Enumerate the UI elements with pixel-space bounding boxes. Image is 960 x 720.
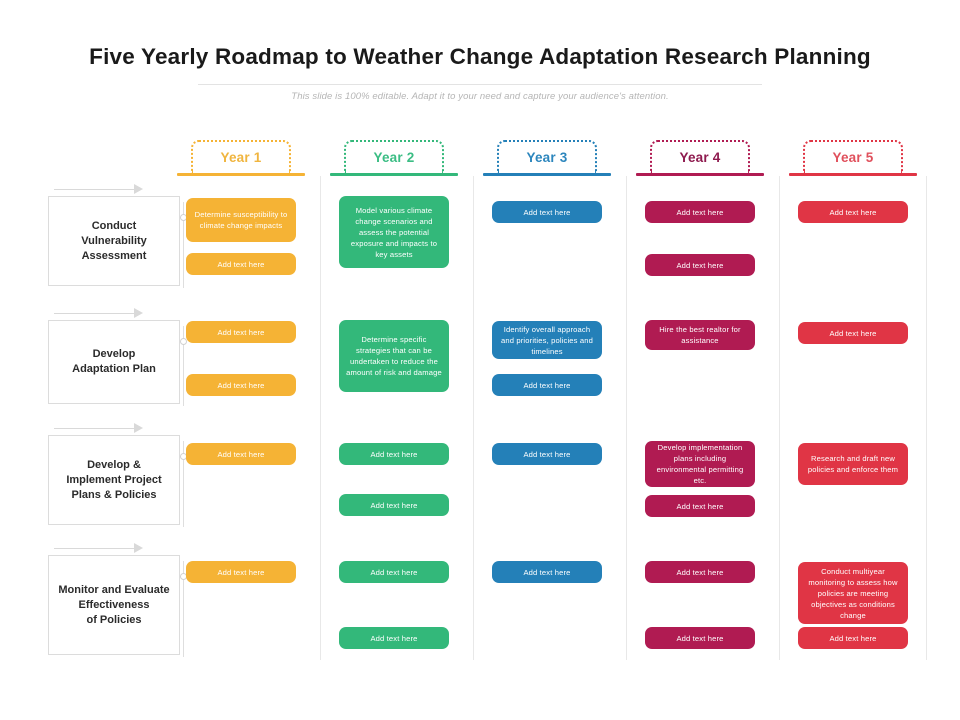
year-header-4[interactable]: Year 4 xyxy=(636,140,764,190)
year-chip-5: Year 5 xyxy=(803,140,903,173)
year-underline-5 xyxy=(789,173,917,176)
column-separator-2 xyxy=(473,176,474,660)
row-label-3[interactable]: Develop & Implement Project Plans & Poli… xyxy=(48,435,180,525)
row-label-text-4: Monitor and Evaluate Effectiveness of Po… xyxy=(58,583,170,626)
row-node-stem-3 xyxy=(183,441,184,527)
year-header-2[interactable]: Year 2 xyxy=(330,140,458,190)
task-card-year-4-7[interactable]: Add text here xyxy=(645,627,755,649)
task-card-year-4-6[interactable]: Add text here xyxy=(645,561,755,583)
task-card-year-4-1[interactable]: Add text here xyxy=(645,201,755,223)
task-card-year-3-4[interactable]: Add text here xyxy=(492,443,602,465)
page-title: Five Yearly Roadmap to Weather Change Ad… xyxy=(89,44,871,69)
task-card-year-3-1[interactable]: Add text here xyxy=(492,201,602,223)
task-card-year-4-4[interactable]: Develop implementation plans including e… xyxy=(645,441,755,487)
task-card-year-1-3[interactable]: Add text here xyxy=(186,321,296,343)
row-connector-stem-1 xyxy=(54,189,134,190)
row-arrow-icon-2 xyxy=(134,308,143,318)
year-label-3: Year 3 xyxy=(526,150,568,165)
task-card-year-2-1[interactable]: Model various climate change scenarios a… xyxy=(339,196,449,268)
task-card-year-2-2[interactable]: Determine specific strategies that can b… xyxy=(339,320,449,392)
task-card-year-1-6[interactable]: Add text here xyxy=(186,561,296,583)
year-chip-3: Year 3 xyxy=(497,140,597,173)
row-node-stem-1 xyxy=(183,202,184,288)
row-arrow-icon-3 xyxy=(134,423,143,433)
year-chip-4: Year 4 xyxy=(650,140,750,173)
task-card-year-4-2[interactable]: Add text here xyxy=(645,254,755,276)
task-card-year-2-3[interactable]: Add text here xyxy=(339,443,449,465)
task-card-year-5-2[interactable]: Add text here xyxy=(798,322,908,344)
column-separator-5 xyxy=(926,176,927,660)
task-card-year-3-3[interactable]: Add text here xyxy=(492,374,602,396)
row-connector-stem-4 xyxy=(54,548,134,549)
row-arrow-icon-1 xyxy=(134,184,143,194)
row-node-2 xyxy=(180,338,187,345)
row-label-text-1: Conduct Vulnerability Assessment xyxy=(81,219,147,262)
column-separator-4 xyxy=(779,176,780,660)
task-card-year-2-6[interactable]: Add text here xyxy=(339,627,449,649)
task-card-year-5-3[interactable]: Research and draft new policies and enfo… xyxy=(798,443,908,485)
row-label-text-3: Develop & Implement Project Plans & Poli… xyxy=(66,458,162,501)
year-chip-2: Year 2 xyxy=(344,140,444,173)
year-header-5[interactable]: Year 5 xyxy=(789,140,917,190)
year-label-2: Year 2 xyxy=(373,150,415,165)
title-divider xyxy=(198,84,762,85)
row-arrow-icon-4 xyxy=(134,543,143,553)
task-card-year-5-4[interactable]: Conduct multiyear monitoring to assess h… xyxy=(798,562,908,624)
task-card-year-1-1[interactable]: Determine susceptibility to climate chan… xyxy=(186,198,296,242)
row-node-stem-2 xyxy=(183,326,184,406)
year-underline-3 xyxy=(483,173,611,176)
task-card-year-3-2[interactable]: Identify overall approach and priorities… xyxy=(492,321,602,359)
year-header-1[interactable]: Year 1 xyxy=(177,140,305,190)
year-chip-1: Year 1 xyxy=(191,140,291,173)
column-separator-3 xyxy=(626,176,627,660)
task-card-year-2-4[interactable]: Add text here xyxy=(339,494,449,516)
column-separator-1 xyxy=(320,176,321,660)
row-connector-stem-2 xyxy=(54,313,134,314)
year-underline-4 xyxy=(636,173,764,176)
page-subtitle: This slide is 100% editable. Adapt it to… xyxy=(291,91,669,102)
year-underline-1 xyxy=(177,173,305,176)
task-card-year-2-5[interactable]: Add text here xyxy=(339,561,449,583)
task-card-year-4-5[interactable]: Add text here xyxy=(645,495,755,517)
row-label-text-2: Develop Adaptation Plan xyxy=(72,348,156,375)
year-label-4: Year 4 xyxy=(679,150,721,165)
task-card-year-1-5[interactable]: Add text here xyxy=(186,443,296,465)
task-card-year-1-4[interactable]: Add text here xyxy=(186,374,296,396)
task-card-year-1-2[interactable]: Add text here xyxy=(186,253,296,275)
year-underline-2 xyxy=(330,173,458,176)
row-label-1[interactable]: Conduct Vulnerability Assessment xyxy=(48,196,180,286)
task-card-year-5-1[interactable]: Add text here xyxy=(798,201,908,223)
year-label-5: Year 5 xyxy=(832,150,874,165)
row-label-4[interactable]: Monitor and Evaluate Effectiveness of Po… xyxy=(48,555,180,655)
task-card-year-5-5[interactable]: Add text here xyxy=(798,627,908,649)
task-card-year-4-3[interactable]: Hire the best realtor for assistance xyxy=(645,320,755,350)
row-connector-stem-3 xyxy=(54,428,134,429)
year-label-1: Year 1 xyxy=(220,150,262,165)
task-card-year-3-5[interactable]: Add text here xyxy=(492,561,602,583)
year-header-3[interactable]: Year 3 xyxy=(483,140,611,190)
row-node-stem-4 xyxy=(183,561,184,657)
row-label-2[interactable]: Develop Adaptation Plan xyxy=(48,320,180,404)
